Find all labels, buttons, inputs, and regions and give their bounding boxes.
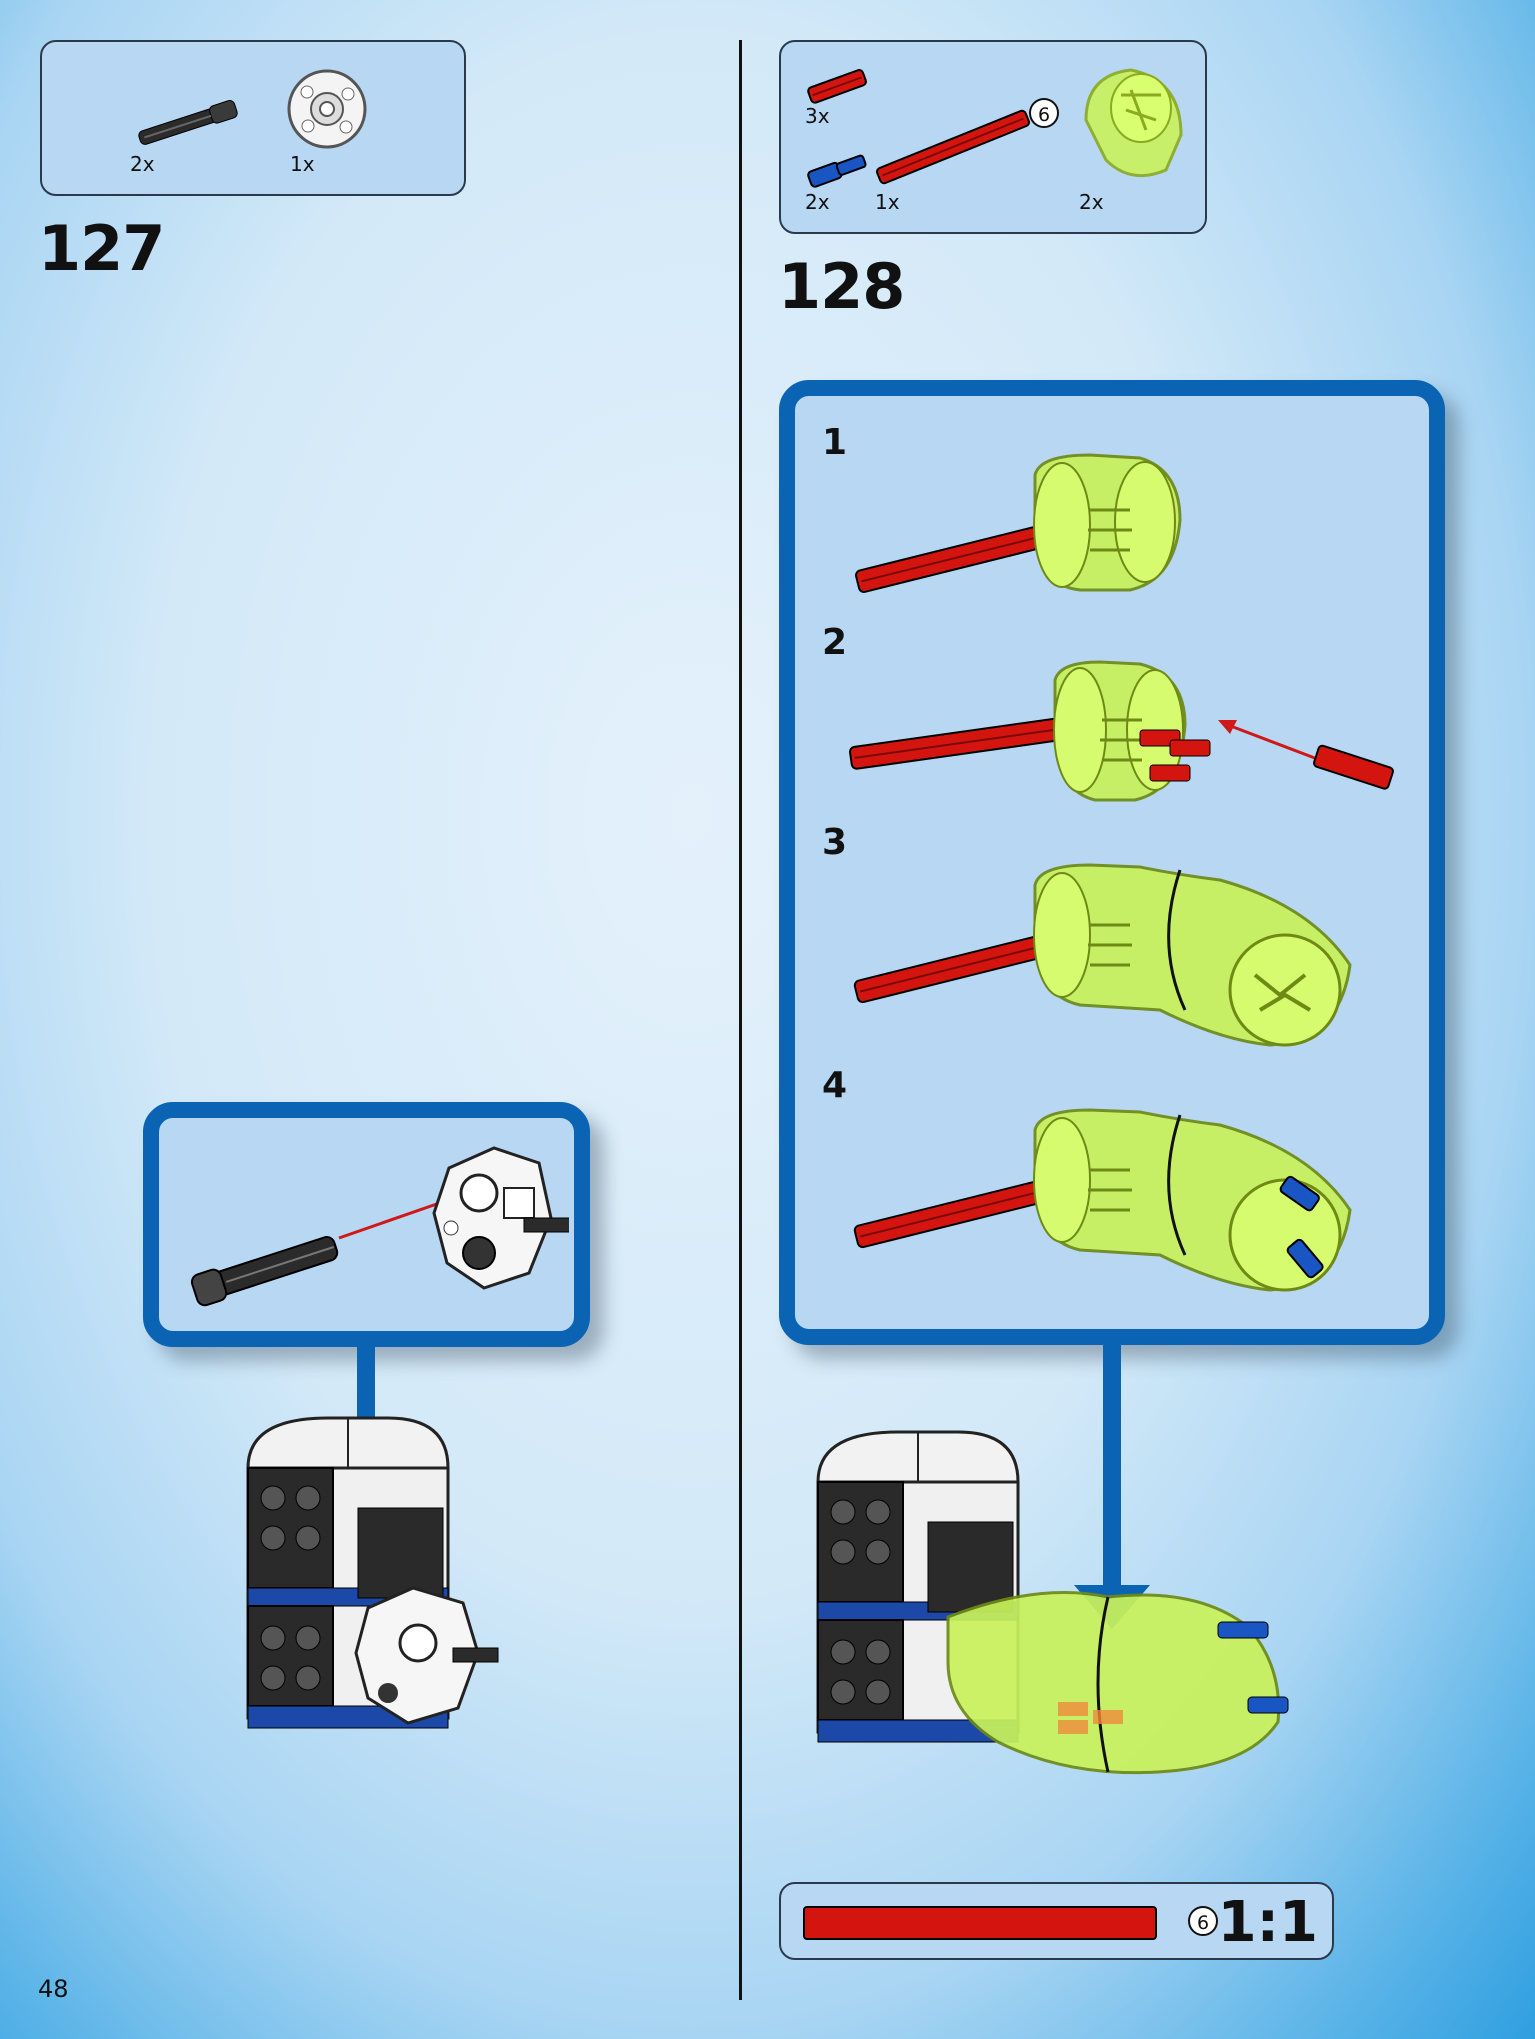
scale-length-indicator: 6: [1188, 1906, 1218, 1936]
part-qty: 3x: [805, 104, 830, 128]
blue-axle-pin-icon: [807, 154, 867, 188]
lime-trans-tube-bend-icon: [1084, 68, 1183, 178]
axle-into-hub-illustration: [190, 1146, 569, 1307]
red-short-axle-icon: [807, 69, 867, 104]
substep-2-illustration: [849, 660, 1394, 802]
step-number-127: 127: [38, 212, 165, 285]
part-qty: 2x: [805, 190, 830, 214]
substep-number-1: 1: [822, 422, 848, 463]
step-number-128: 128: [778, 250, 905, 323]
substep-1-illustration: [855, 453, 1182, 593]
length-indicator: 6: [1029, 98, 1059, 128]
substep-number-3: 3: [822, 822, 848, 863]
part-qty: 1x: [290, 152, 315, 176]
main-model-127: [246, 1416, 499, 1729]
part-qty: 2x: [130, 152, 155, 176]
part-qty: 1x: [875, 190, 900, 214]
black-axle-pin-icon: [138, 100, 238, 145]
parts-list-127: 2x 1x: [40, 40, 466, 196]
substep-number-4: 4: [822, 1065, 848, 1106]
substep-number-2: 2: [822, 622, 848, 663]
parts-list-128: 3x 2x 6 1x 2x: [779, 40, 1207, 234]
part-qty: 2x: [1079, 190, 1104, 214]
callout-arrow-128: [1103, 1345, 1121, 1595]
main-model-128: [816, 1430, 1289, 1775]
substep-4-illustration: [853, 1108, 1352, 1292]
scale-ratio: 1:1: [1217, 1890, 1318, 1955]
white-hub-wheel-icon: [287, 69, 367, 149]
red-axle-length-6-icon: [876, 109, 1030, 185]
column-divider: [739, 40, 742, 2000]
scale-ruler-box: 6 1:1: [779, 1882, 1334, 1960]
substep-3-illustration: [853, 863, 1352, 1047]
sub-assembly-callout-127: [143, 1102, 590, 1347]
red-axle-scale: [803, 1906, 1157, 1940]
page-number: 48: [38, 1975, 69, 2003]
